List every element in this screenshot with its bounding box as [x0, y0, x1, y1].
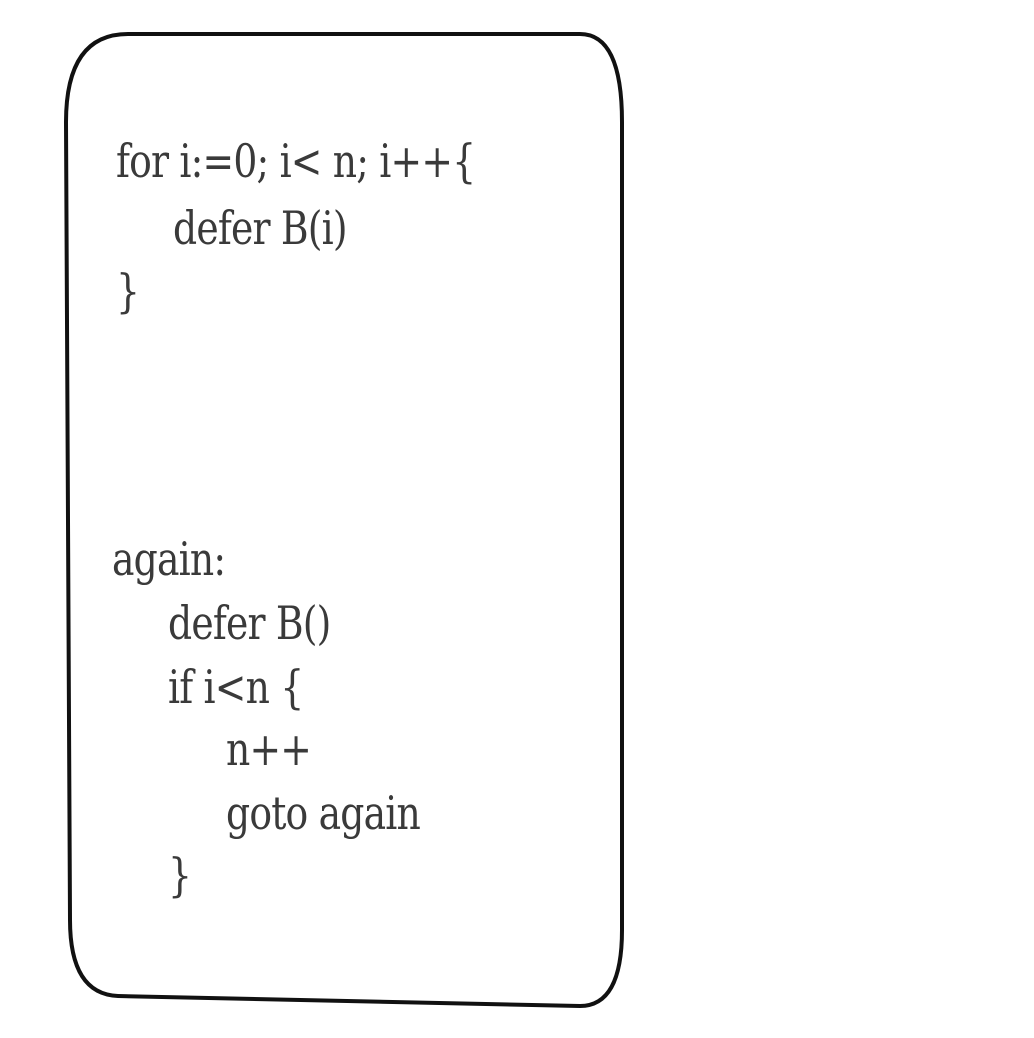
goto-statement: goto again [226, 786, 421, 840]
if-condition: if i<n { [168, 660, 304, 714]
defer-call: defer B() [168, 596, 331, 650]
for-loop-header: for i:=0; i< n; i++{ [116, 134, 476, 188]
defer-call-indexed: defer B(i) [173, 201, 348, 255]
goto-label: again: [112, 532, 226, 586]
increment-statement: n++ [226, 722, 312, 776]
loop-closing-brace: } [116, 264, 140, 318]
if-closing-brace: } [168, 848, 192, 902]
card-border [64, 32, 624, 1008]
